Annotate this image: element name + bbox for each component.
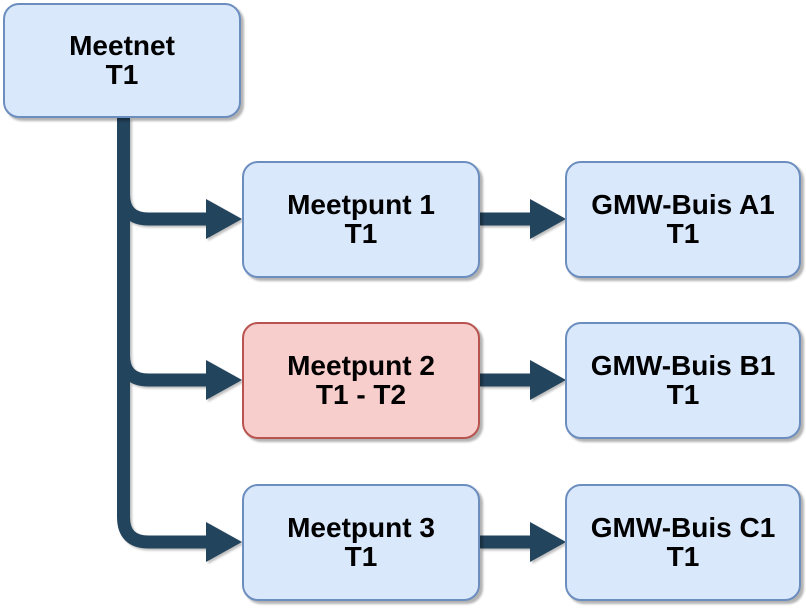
node-meetpunt1-label: Meetpunt 1 — [287, 188, 435, 220]
node-gmw-buis-c1-label: GMW-Buis C1 — [590, 511, 776, 543]
node-meetpunt2-label: Meetpunt 2 — [287, 349, 435, 381]
node-gmw-buis-c1: GMW-Buis C1 T1 — [565, 484, 801, 601]
node-meetnet-label: Meetnet — [69, 29, 175, 61]
node-meetpunt1-sublabel: T1 — [344, 217, 378, 249]
node-gmw-buis-a1: GMW-Buis A1 T1 — [565, 161, 801, 278]
node-gmw-buis-b1-label: GMW-Buis B1 — [590, 349, 776, 381]
node-gmw-buis-b1: GMW-Buis B1 T1 — [565, 322, 801, 439]
arrowhead-meetpunt3 — [206, 522, 242, 562]
arrowhead-gmw-c1 — [530, 522, 566, 562]
node-meetpunt3: Meetpunt 3 T1 — [242, 484, 480, 601]
node-gmw-buis-c1-sublabel: T1 — [666, 540, 700, 572]
connector-branch-meetpunt2 — [117, 354, 208, 387]
node-meetpunt1: Meetpunt 1 T1 — [242, 161, 480, 278]
node-gmw-buis-a1-sublabel: T1 — [666, 217, 700, 249]
node-meetpunt3-label: Meetpunt 3 — [287, 511, 435, 543]
node-meetpunt3-sublabel: T1 — [344, 540, 378, 572]
node-meetnet-sublabel: T1 — [105, 58, 139, 90]
arrowhead-meetpunt1 — [206, 199, 242, 239]
node-meetpunt2-sublabel: T1 - T2 — [315, 378, 407, 410]
node-gmw-buis-a1-label: GMW-Buis A1 — [591, 188, 775, 220]
connector-branch-meetpunt1 — [117, 193, 208, 226]
node-meetpunt2: Meetpunt 2 T1 - T2 — [242, 322, 480, 439]
arrowhead-gmw-b1 — [530, 360, 566, 400]
arrowhead-meetpunt2 — [206, 360, 242, 400]
node-gmw-buis-b1-sublabel: T1 — [666, 378, 700, 410]
node-meetnet: Meetnet T1 — [3, 3, 241, 118]
arrowhead-gmw-a1 — [530, 199, 566, 239]
connector-trunk-to-meetpunt3 — [117, 118, 208, 549]
